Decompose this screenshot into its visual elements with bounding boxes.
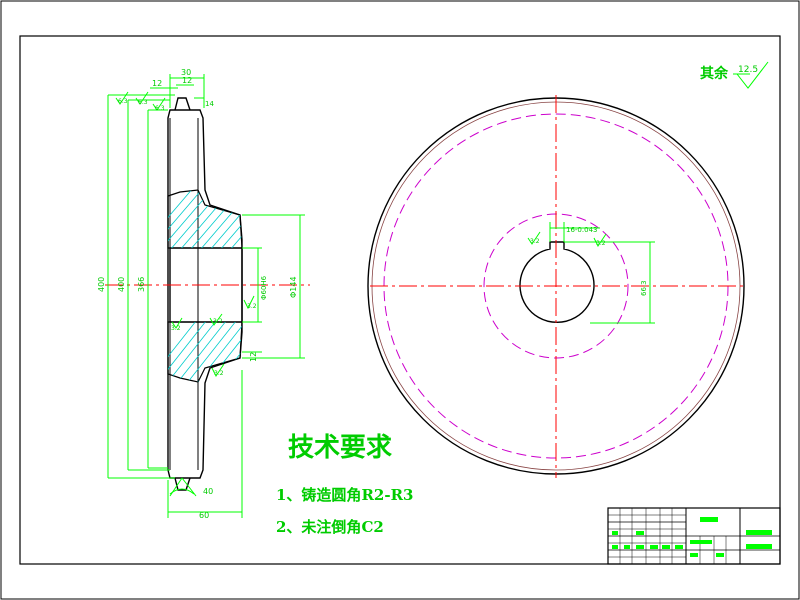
tech-req-title: 技术要求 xyxy=(288,433,392,463)
dim-12-groove: 12 xyxy=(182,76,192,85)
sheet-inner-border xyxy=(19,35,781,565)
roughness-mark-2: 6.3 xyxy=(135,91,149,106)
roughness-mark-3: 6.3 xyxy=(152,97,166,112)
svg-text:3.2: 3.2 xyxy=(596,240,606,247)
svg-text:3.2: 3.2 xyxy=(213,318,223,325)
roughness-mark-6: 3.2 xyxy=(211,363,225,377)
dim-366: 366 xyxy=(137,277,146,292)
dim-400-outer: 400 xyxy=(97,277,106,292)
dim-keyway-width: 16-0.043 xyxy=(566,226,597,234)
svg-text:6.3: 6.3 xyxy=(118,98,128,105)
section-dimensions: 400 400 366 30 12 12 14 6.3 6.3 xyxy=(97,68,305,520)
dim-angle: 40 xyxy=(203,487,213,496)
hub-hatch-bottom xyxy=(167,321,243,383)
svg-text:6.3: 6.3 xyxy=(155,105,165,112)
bore-with-keyway xyxy=(519,241,595,324)
svg-text:3.2: 3.2 xyxy=(214,370,224,377)
tech-req-item-2: 2、未注倒角C2 xyxy=(276,518,384,536)
svg-text:3.2: 3.2 xyxy=(530,238,540,245)
sheave-outline xyxy=(167,109,243,479)
technical-requirements: 技术要求 1、铸造圆角R2-R3 2、未注倒角C2 xyxy=(276,433,413,536)
front-view xyxy=(367,95,745,478)
surface-note-label: 其余 xyxy=(700,65,729,82)
title-block xyxy=(607,507,781,565)
roughness-mark-1: 6.3 xyxy=(115,91,129,105)
dim-60: 60 xyxy=(199,511,209,520)
roughness-mark-keyway-left: 3.2 xyxy=(527,231,541,245)
roughness-mark-4: 3.2 xyxy=(243,295,257,310)
dim-hub-dia: Φ144 xyxy=(289,276,298,298)
roughness-symbol xyxy=(736,61,769,89)
svg-text:6.3: 6.3 xyxy=(138,99,148,106)
svg-text:3.2: 3.2 xyxy=(247,303,257,310)
hub-hatch-top xyxy=(167,189,243,249)
tech-req-item-1: 1、铸造圆角R2-R3 xyxy=(276,486,413,504)
surface-roughness-note: 其余 12.5 xyxy=(700,61,769,89)
dim-chamfer: 12 xyxy=(249,352,258,362)
dim-keyway-depth: 66.3 xyxy=(640,280,648,296)
front-dimensions: 16-0.043 66.3 3.2 3.2 xyxy=(527,222,655,324)
groove-bottom xyxy=(174,477,191,491)
dim-30: 30 xyxy=(181,68,191,77)
svg-text:3.2: 3.2 xyxy=(171,325,181,332)
dim-14: 14 xyxy=(205,100,214,108)
dim-12-left: 12 xyxy=(152,79,162,88)
dim-400-mid: 400 xyxy=(117,277,126,292)
roughness-mark-5: 3.2 xyxy=(209,313,223,326)
dim-bore-dia: Φ60H6 xyxy=(260,275,268,300)
groove-top xyxy=(174,97,191,111)
surface-note-value: 12.5 xyxy=(738,65,758,75)
section-view xyxy=(105,97,310,491)
roughness-mark-7: 3.2 xyxy=(171,317,183,332)
roughness-mark-keyway-right: 3.2 xyxy=(593,233,607,247)
